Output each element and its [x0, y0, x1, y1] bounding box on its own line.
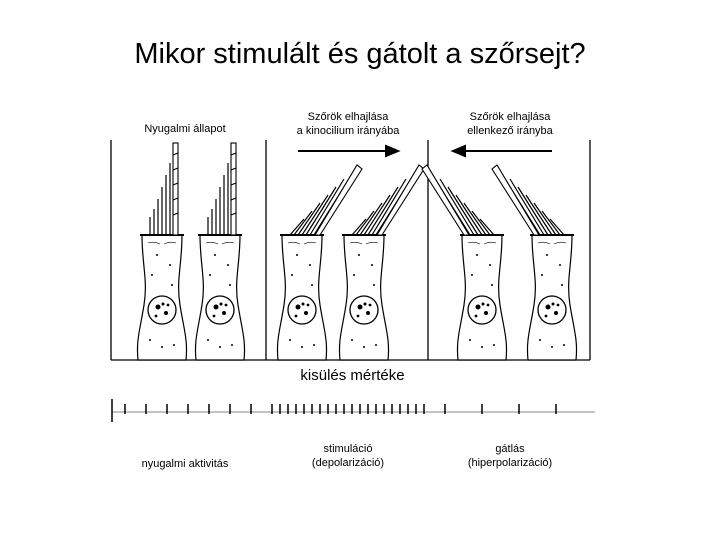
- panel-3-header-line-2: ellenkező irányba: [467, 125, 553, 137]
- panel-2-header-line-2: a kinocilium irányába: [296, 125, 400, 137]
- panel-2-cells: [276, 164, 425, 361]
- panel-3-footer-line-2: (hiperpolarizáció): [467, 457, 553, 469]
- panel-3-header: Szőrök elhajlása ellenkező irányba: [430, 110, 590, 138]
- panel-3-footer: gátlás (hiperpolarizáció): [430, 442, 590, 470]
- arrow-left-icon: [450, 144, 552, 158]
- panel-1-footer-line-1: nyugalmi aktivitás: [141, 458, 229, 470]
- panel-1-header-line-1: Nyugalmi állapot: [144, 123, 226, 135]
- page-title: Mikor stimulált és gátolt a szőrsejt?: [134, 38, 586, 70]
- panel-2-header-line-1: Szőrök elhajlása: [307, 111, 389, 123]
- spike-train: [111, 399, 595, 422]
- panel-1-cells: [136, 142, 246, 361]
- panel-2-footer: stimuláció (depolarizáció): [268, 442, 428, 470]
- firing-rate-label: kisülés mértéke: [300, 367, 405, 384]
- panel-2-footer-line-1: stimuláció: [323, 443, 373, 455]
- panel-1-footer: nyugalmi aktivitás: [120, 457, 250, 471]
- panel-1-header: Nyugalmi állapot: [120, 122, 250, 136]
- panel-3-cells: [421, 164, 578, 361]
- panel-3-header-line-1: Szőrök elhajlása: [469, 111, 551, 123]
- panel-3-footer-line-1: gátlás: [495, 443, 525, 455]
- arrow-right-icon: [298, 144, 401, 158]
- panel-2-header: Szőrök elhajlása a kinocilium irányába: [268, 110, 428, 138]
- panel-2-footer-line-2: (depolarizáció): [311, 457, 385, 469]
